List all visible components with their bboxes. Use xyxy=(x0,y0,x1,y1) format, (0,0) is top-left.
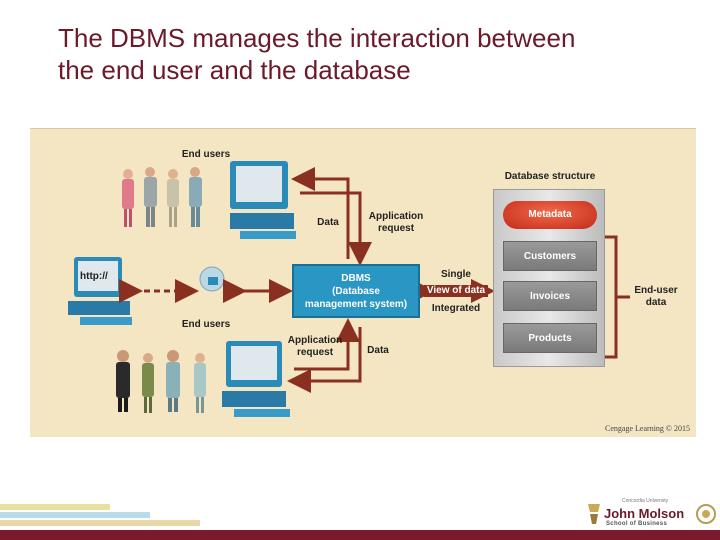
footer-stripe-yellow xyxy=(0,504,110,510)
logo-seal-icon xyxy=(696,504,716,524)
footer-bar xyxy=(0,530,720,540)
dbms-subtitle-1: (Database xyxy=(332,286,380,297)
label-data-top: Data xyxy=(317,217,339,228)
label-end-users-top: End users xyxy=(181,149,231,160)
label-view-of-data: View of data xyxy=(424,285,488,297)
metadata-pill: Metadata xyxy=(503,201,597,229)
dbms-diagram: End users Data Application request http:… xyxy=(30,128,696,437)
internet-globe-icon xyxy=(199,266,225,292)
top-computer-icon xyxy=(230,161,296,239)
dbms-subtitle-2: management system) xyxy=(304,299,408,310)
logo-university: Concordia University xyxy=(622,498,669,504)
logo-mark-icon xyxy=(588,504,600,524)
products-table: Products xyxy=(503,323,597,353)
dbms-title: DBMS xyxy=(341,273,371,284)
footer-stripe-tan xyxy=(0,520,200,526)
bottom-computer-icon xyxy=(222,341,290,417)
label-application-request-bottom: Application request xyxy=(287,335,343,358)
diagram-graphics xyxy=(68,161,630,417)
label-data-bottom: Data xyxy=(367,345,389,356)
label-database-structure: Database structure xyxy=(504,171,596,182)
invoices-table: Invoices xyxy=(503,281,597,311)
label-integrated: Integrated xyxy=(431,303,481,314)
john-molson-logo: Concordia University John Molson School … xyxy=(586,496,720,532)
label-application-request-top: Application request xyxy=(368,211,424,234)
label-http: http:// xyxy=(80,271,108,282)
logo-name: John Molson xyxy=(604,506,685,521)
title-line-1: The DBMS manages the interaction between xyxy=(58,23,576,53)
title-line-2: the end user and the database xyxy=(58,55,411,85)
customers-table: Customers xyxy=(503,241,597,271)
dbms-box: DBMS (Database management system) xyxy=(292,264,420,318)
label-end-user-data: End-user data xyxy=(634,285,678,308)
label-single: Single xyxy=(440,269,471,280)
logo-school: School of Business xyxy=(606,521,668,527)
top-users-group-icon xyxy=(122,167,202,227)
footer-stripe-blue xyxy=(0,512,150,518)
figure-credit: Cengage Learning © 2015 xyxy=(605,424,690,433)
bottom-users-group-icon xyxy=(116,350,206,413)
slide-title: The DBMS manages the interaction between… xyxy=(58,22,698,86)
web-computer-icon xyxy=(68,257,132,325)
label-end-users-middle: End users xyxy=(181,319,231,330)
